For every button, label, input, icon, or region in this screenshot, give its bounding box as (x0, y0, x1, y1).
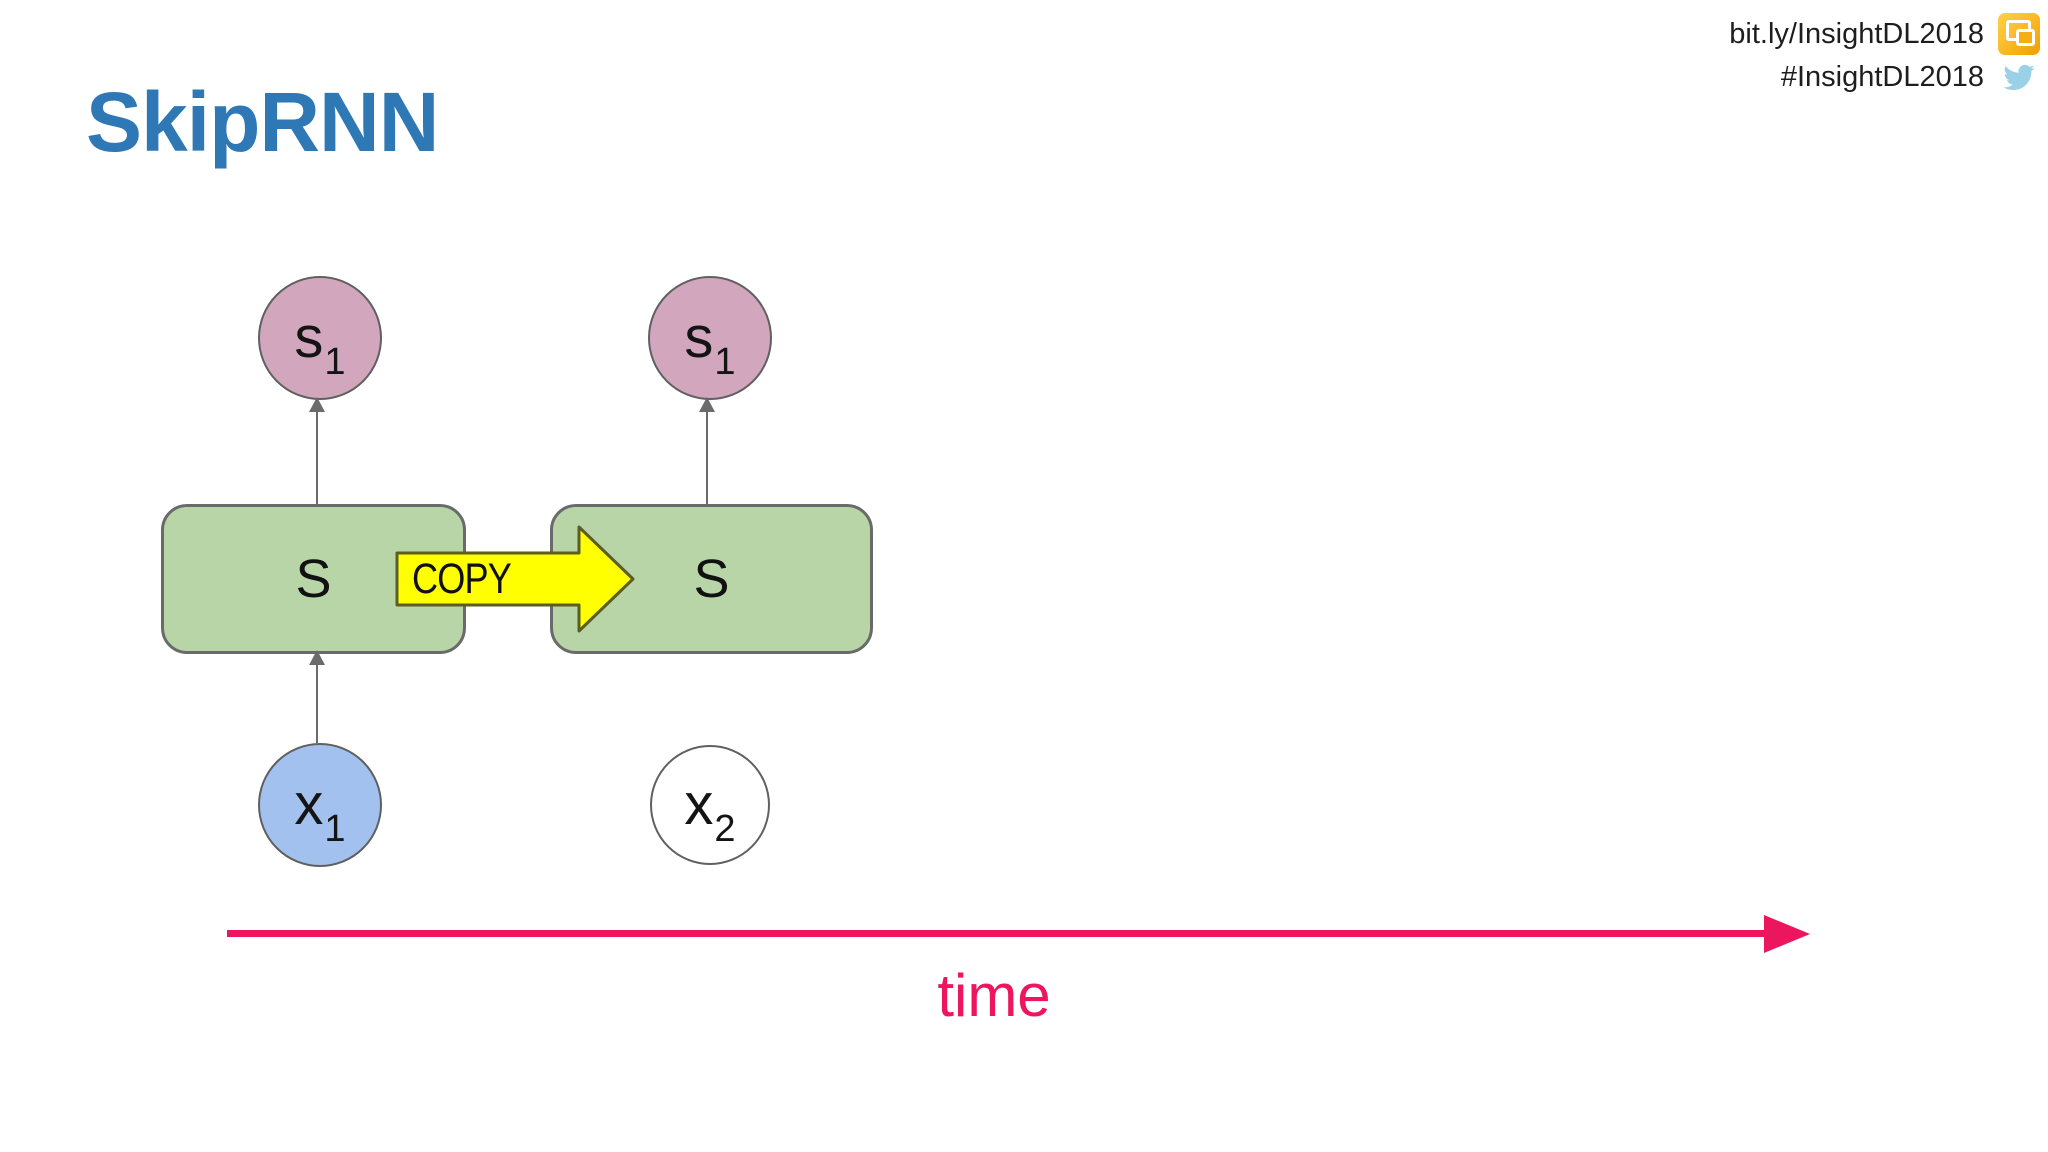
time-axis-line (227, 930, 1767, 937)
header-hashtag-row: #InsightDL2018 (1781, 58, 2042, 96)
twitter-icon-box (1996, 62, 2042, 93)
connector-input1-to-cell (316, 664, 318, 743)
header-links: bit.ly/InsightDL2018 #InsightDL2018 (1729, 10, 2042, 96)
arrow-up-icon (309, 650, 325, 665)
bitly-link-text: bit.ly/InsightDL2018 (1729, 17, 1984, 50)
twitter-bird-icon (2003, 64, 2035, 90)
cell-right-label: S (693, 549, 730, 609)
connector-cell1-to-state (316, 411, 318, 504)
copy-block-arrow-icon (395, 525, 635, 633)
input-right-label: x2 (684, 772, 736, 850)
input-node-x2-skipped: x2 (650, 745, 770, 865)
copy-arrow: COPY (395, 524, 637, 634)
time-axis-arrowhead-icon (1764, 915, 1810, 953)
google-slides-icon (1998, 13, 2040, 55)
page-title: SkipRNN (86, 75, 439, 169)
state-node-s1-left: s1 (258, 276, 382, 400)
hashtag-text: #InsightDL2018 (1780, 60, 1984, 93)
header-link-row: bit.ly/InsightDL2018 (1729, 10, 2042, 58)
input-left-label: x1 (294, 772, 346, 850)
copy-label: COPY (412, 555, 512, 603)
arrow-up-icon (699, 397, 715, 412)
slides-icon-box (1996, 13, 2042, 55)
rnn-cell-left: S (161, 504, 466, 654)
input-node-x1: x1 (258, 743, 382, 867)
cell-left-label: S (295, 549, 332, 609)
slides-icon-frame-small (2016, 29, 2035, 46)
time-axis-label: time (937, 962, 1051, 1029)
connector-cell2-to-state (706, 411, 708, 504)
state-left-label: s1 (294, 305, 346, 383)
state-right-label: s1 (684, 305, 736, 383)
arrow-up-icon (309, 397, 325, 412)
state-node-s1-right: s1 (648, 276, 772, 400)
